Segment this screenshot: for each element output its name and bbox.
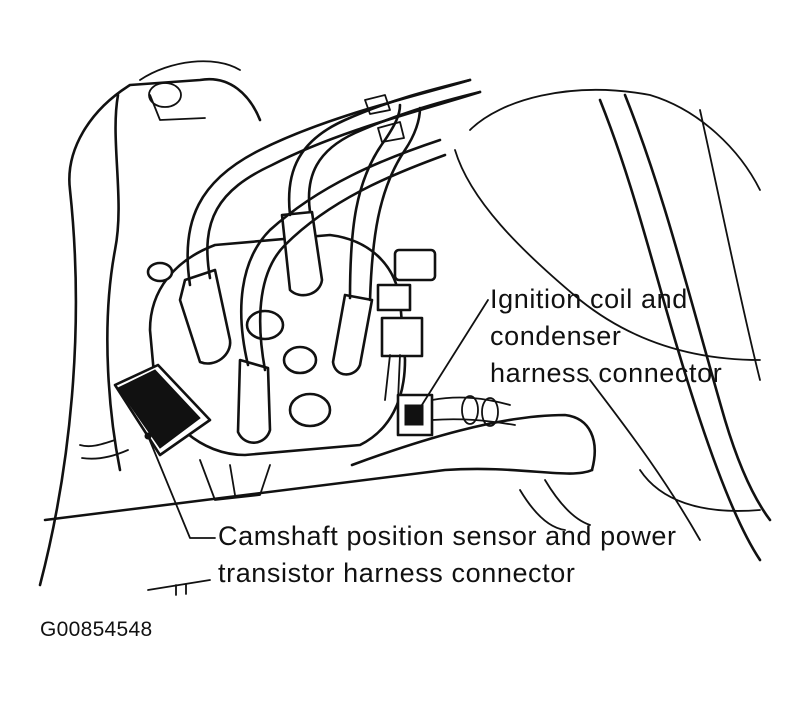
connector-terminal [404, 404, 424, 426]
engine-block-outline [38, 77, 262, 587]
plug-boot-3 [331, 293, 374, 376]
ignition-label-line-1: Ignition coil and [490, 284, 688, 314]
cap-stud-3 [288, 392, 332, 428]
ignition-label-line-3: harness connector [490, 358, 723, 388]
plug-boot-4 [236, 358, 272, 444]
intake-pipe-top [350, 413, 596, 472]
coil-lead [384, 354, 401, 401]
mount-tab [146, 261, 174, 283]
wire-clip [364, 94, 405, 143]
ignition-wire-2b [307, 90, 482, 214]
cable-ring-1 [461, 395, 479, 425]
coil-plug [376, 283, 412, 312]
far-right-tube [699, 109, 761, 381]
cable-ring-2 [481, 397, 499, 427]
camshaft-label-line-2: transistor harness connector [218, 558, 576, 588]
plug-boot-2 [280, 210, 324, 297]
ignition-coil-label: Ignition coil and condenser harness conn… [490, 281, 722, 392]
ignition-wire-4 [240, 138, 442, 367]
ignition-label-line-2: condenser [490, 321, 622, 351]
ignition-wire-3b [368, 106, 422, 302]
ignition-wire-2 [287, 78, 472, 217]
plug-boot-1 [178, 268, 232, 365]
bolt-head [148, 82, 182, 108]
connector-cable [431, 396, 516, 426]
figure-id: G00854548 [40, 618, 153, 641]
right-cover-lines [454, 89, 761, 361]
ignition-leader-line [419, 299, 489, 409]
right-hose-2 [623, 93, 772, 522]
engine-block-inner [106, 93, 122, 472]
cap-stud-1 [245, 309, 285, 341]
upper-bracket [139, 60, 241, 121]
right-cover-lower [589, 379, 761, 541]
coil-body-top [393, 248, 437, 282]
ignition-wire-1b [206, 90, 482, 280]
cap-stud-2 [282, 345, 318, 375]
camshaft-leader-dot [144, 432, 152, 440]
camshaft-sensor-connector [117, 369, 201, 449]
camshaft-leader-line [147, 435, 216, 539]
condenser-block [380, 316, 424, 358]
camshaft-label-line-1: Camshaft position sensor and power [218, 521, 677, 551]
camshaft-sensor-label: Camshaft position sensor and power trans… [218, 518, 677, 592]
sensor-cable [79, 439, 129, 460]
pipe-clamp [519, 479, 591, 531]
intake-pipe-bottom [43, 467, 594, 522]
ignition-wire-3 [348, 103, 402, 300]
lower-bracket [199, 459, 271, 501]
ignition-wire-4b [258, 153, 447, 372]
right-hose-1 [598, 98, 762, 562]
bottom-dash [147, 579, 211, 596]
